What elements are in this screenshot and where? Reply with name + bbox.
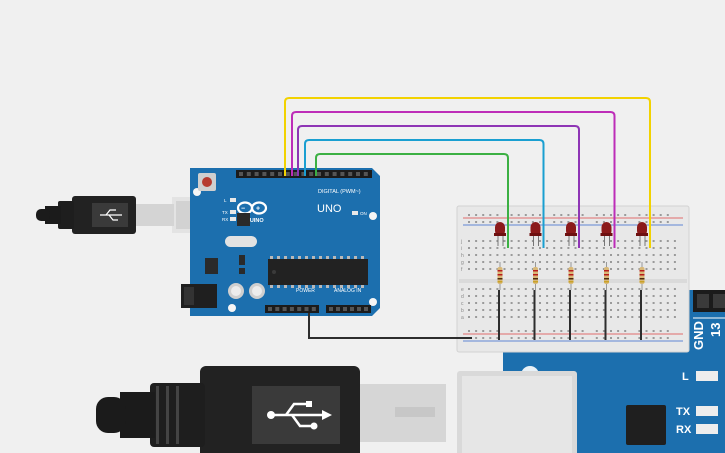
svg-text:+: +	[256, 206, 260, 213]
small-usb-symbol-icon	[100, 209, 122, 221]
led-2[interactable]	[529, 222, 542, 246]
signal-wire-1[interactable]	[284, 97, 651, 248]
ground-wire[interactable]	[308, 313, 472, 339]
zoomed-usb-cable[interactable]	[96, 366, 577, 453]
led-on-label: ON	[360, 211, 367, 216]
row-letter: g	[461, 260, 464, 266]
led-5[interactable]	[636, 222, 648, 246]
zoomed-gnd-label: GND	[691, 321, 706, 350]
led-3[interactable]	[565, 222, 577, 246]
row-letter: e	[461, 287, 464, 293]
led-1[interactable]	[494, 222, 506, 246]
row-letter: b	[461, 308, 464, 314]
row-letter: h	[461, 253, 464, 259]
row-letter: f	[461, 267, 463, 273]
zoomed-led-l-label: L	[682, 371, 689, 383]
resistor-2[interactable]	[533, 262, 538, 290]
zoomed-led-rx-label: RX	[676, 424, 692, 436]
power-label: POWER	[296, 288, 315, 294]
zoomed-pin13-label: 13	[708, 323, 723, 337]
arduino-logo-text: ARDUINO	[238, 218, 264, 224]
svg-text:−: −	[241, 206, 245, 213]
resistor-5[interactable]	[639, 262, 645, 290]
led-tx-label: TX	[222, 210, 228, 215]
signal-wire-3[interactable]	[297, 125, 580, 248]
zoomed-led-tx-label: TX	[676, 406, 691, 418]
resistor-3[interactable]	[568, 262, 574, 290]
row-letter: c	[461, 301, 464, 307]
atmega-chip	[268, 259, 368, 285]
model-label: UNO	[317, 203, 342, 215]
analog-header[interactable]	[326, 305, 371, 313]
led-rx-label: RX	[222, 217, 228, 222]
analog-in-label: ANALOG IN	[334, 288, 362, 294]
resistor-4[interactable]	[604, 262, 609, 290]
arduino-uno-board[interactable]: DIGITAL (PWM~) − + ARDUINO UNO L TX RX O…	[181, 168, 380, 316]
digital-pwm-label: DIGITAL (PWM~)	[318, 189, 361, 195]
resistor-1[interactable]	[497, 262, 503, 290]
signal-wire-4[interactable]	[304, 139, 545, 248]
usb-symbol-icon	[272, 402, 322, 428]
zoomed-chip	[626, 405, 666, 445]
row-letter: d	[461, 294, 464, 300]
signal-wire-2[interactable]	[291, 111, 616, 248]
usb-chip	[237, 213, 250, 226]
row-letter: j	[460, 239, 462, 245]
row-letter: i	[461, 246, 462, 252]
row-letter: a	[461, 315, 464, 321]
signal-wire-5[interactable]	[315, 153, 509, 248]
led-4[interactable]	[600, 222, 613, 246]
led-l-label: L	[224, 198, 227, 203]
